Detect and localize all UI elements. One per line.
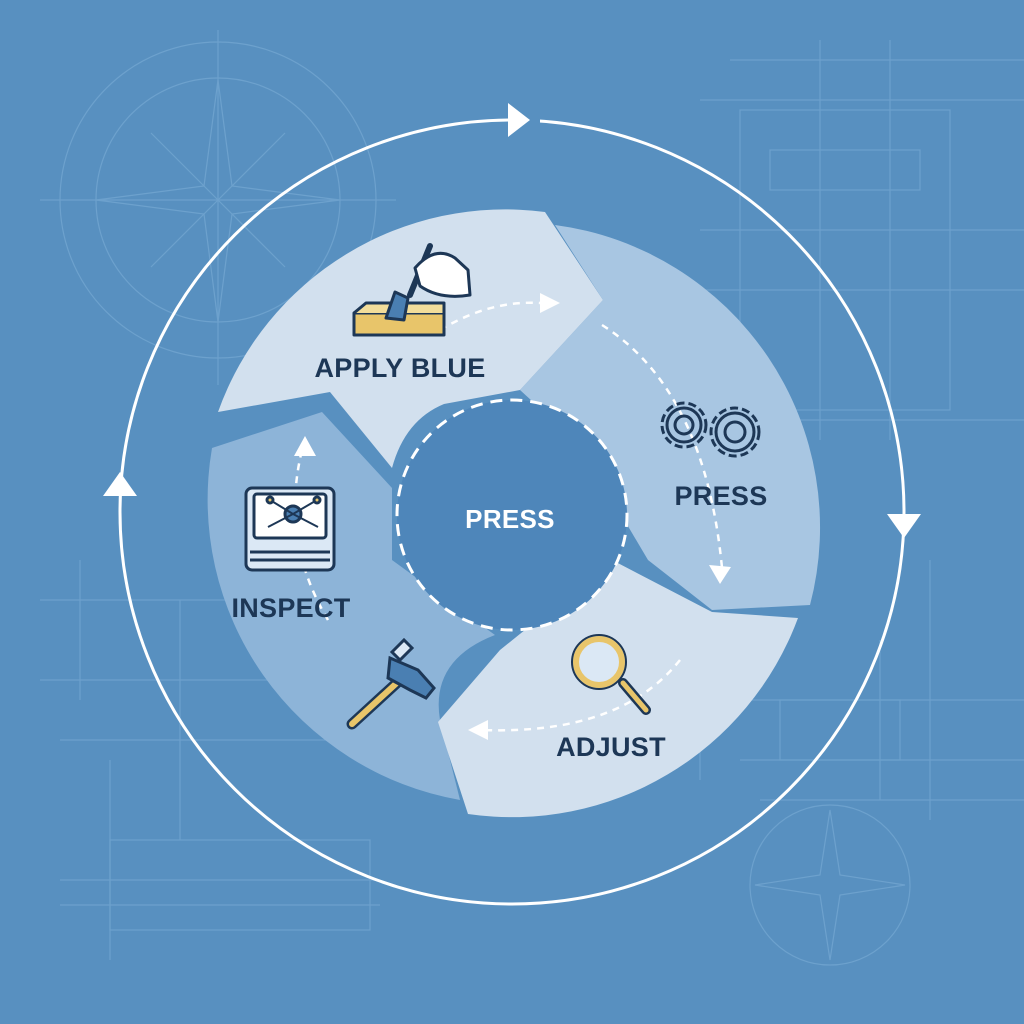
arrowhead-right xyxy=(887,514,921,538)
stage-label-apply-blue: APPLY BLUE xyxy=(314,353,485,383)
inner-arrowheads xyxy=(294,293,731,740)
arrowhead-top xyxy=(508,103,530,137)
base-drawing xyxy=(40,560,380,960)
stage-label-press: PRESS xyxy=(674,481,767,511)
compass-rose-small-icon xyxy=(749,804,911,966)
gears-icon xyxy=(660,401,761,458)
stage-label-inspect: INSPECT xyxy=(231,593,350,623)
center-label: PRESS xyxy=(465,504,555,534)
blueprint-background xyxy=(40,30,1024,966)
stage-label-adjust: ADJUST xyxy=(556,732,666,762)
hammer-icon xyxy=(346,637,436,730)
segment-adjust xyxy=(438,560,798,818)
brush-icon xyxy=(352,243,472,337)
center-hub xyxy=(395,398,629,632)
inspection-device-icon xyxy=(244,486,336,572)
arrowhead-left xyxy=(103,472,137,496)
segment-apply-blue xyxy=(218,209,603,468)
magnifier-icon xyxy=(571,634,651,715)
compass-rose-icon xyxy=(40,30,396,385)
inner-flow-arrows xyxy=(293,301,724,732)
